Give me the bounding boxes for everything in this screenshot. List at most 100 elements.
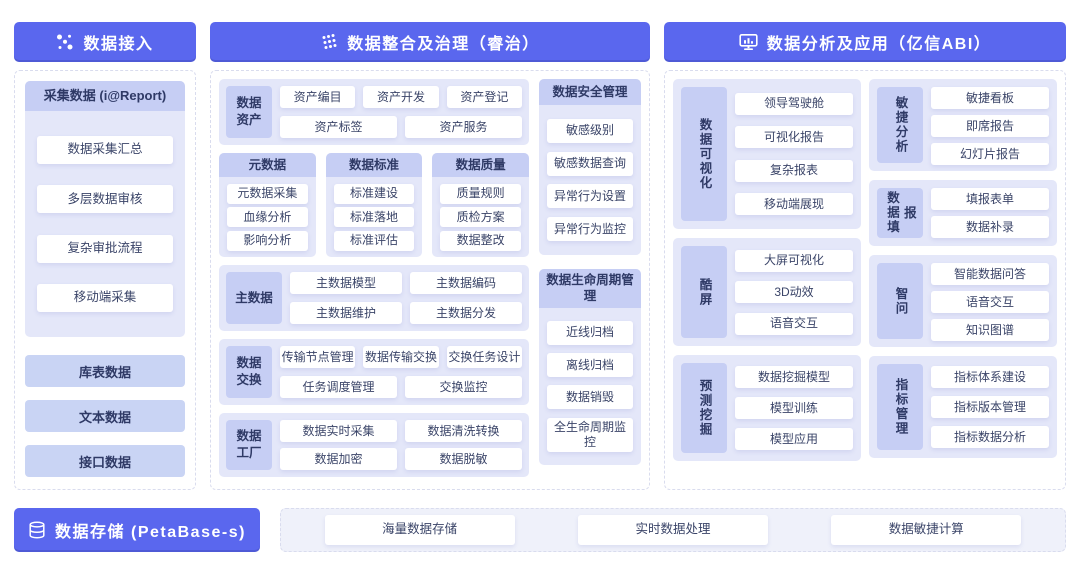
module-chip: 复杂报表 (735, 159, 853, 182)
module-chip: 语音交互 (931, 291, 1049, 313)
group-items: 数据挖掘模型 模型训练 模型应用 (735, 363, 853, 453)
row: 传输节点管理 数据传输交换 交换任务设计 (280, 346, 522, 368)
group-label: 数据可视化 (681, 87, 727, 221)
module-chip: 数据整改 (440, 230, 522, 251)
module-chip: 模型训练 (735, 397, 853, 419)
group-items: 敏捷看板 即席报告 幻灯片报告 (931, 87, 1049, 165)
group-items: 资产编目 资产开发 资产登记 资产标签 资产服务 (280, 86, 522, 138)
group-cool-screen: 酷屏 大屏可视化 3D动效 语音交互 (673, 238, 861, 346)
section-header-storage: 数据存储 (PetaBase-s) (14, 508, 260, 552)
group-label: 数据质量 (432, 153, 530, 177)
group-items: 指标体系建设 指标版本管理 指标数据分析 (931, 364, 1049, 450)
group-data-exchange: 数据交换 传输节点管理 数据传输交换 交换任务设计 任务调度管理 交换监控 (219, 339, 529, 405)
module-chip: 异常行为监控 (547, 217, 633, 242)
group-label: 敏捷分析 (877, 87, 923, 163)
module-chip: 资产开发 (363, 86, 439, 108)
group-predictive-mining: 预测挖掘 数据挖掘模型 模型训练 模型应用 (673, 355, 861, 461)
governance-left: 数据资产 资产编目 资产开发 资产登记 资产标签 资产服务 (219, 79, 530, 481)
group-label: 主数据 (226, 272, 282, 324)
group-data-lifecycle: 数据生命周期管理 近线归档 离线归档 数据销毁 全生命周期监控 (539, 269, 641, 465)
group-label: 指标管理 (877, 364, 923, 450)
module-chip: 数据采集汇总 (37, 136, 173, 165)
analysis-panel: 数据可视化 领导驾驶舱 可视化报告 复杂报表 移动端展现 酷屏 大屏可视化 3D… (664, 70, 1066, 490)
data-access-panel: 采集数据 (i@Report) 数据采集汇总 多层数据审核 复杂审批流程 移动端… (14, 70, 196, 490)
group-items: 领导驾驶舱 可视化报告 复杂报表 移动端展现 (735, 87, 853, 221)
group-items: 数据采集汇总 多层数据审核 复杂审批流程 移动端采集 (25, 111, 185, 337)
column-governance: 数据整合及治理（睿治） 数据资产 资产编目 资产开发 资产登记 (210, 22, 650, 490)
module-chip: 主数据分发 (410, 302, 522, 324)
module-chip: 主数据维护 (290, 302, 402, 324)
module-chip: 任务调度管理 (280, 376, 397, 398)
group-label: 采集数据 (i@Report) (25, 81, 185, 111)
module-chip: 数据脱敏 (405, 448, 522, 470)
module-chip: 实时数据处理 (577, 515, 768, 545)
group-data-filling: 数据填报 填报表单 数据补录 (869, 180, 1057, 246)
column-analysis: 数据分析及应用（亿信ABI） 数据可视化 领导驾驶舱 可视化报告 复杂报表 移动… (664, 22, 1066, 490)
module-chip: 近线归档 (547, 320, 633, 345)
module-chip: 资产服务 (405, 116, 522, 138)
module-chip: 资产标签 (280, 116, 397, 138)
module-chip: 数据销毁 (547, 385, 633, 410)
module-chip: 数据补录 (931, 216, 1049, 238)
dot-matrix-icon (322, 34, 337, 49)
module-chip: 影响分析 (227, 230, 308, 251)
governance-panel: 数据资产 资产编目 资产开发 资产登记 资产标签 资产服务 (210, 70, 650, 490)
module-chip: 传输节点管理 (280, 346, 356, 368)
module-chip: 交换任务设计 (446, 346, 522, 368)
group-items: 大屏可视化 3D动效 语音交互 (735, 246, 853, 338)
module-chip: 数据挖掘模型 (735, 366, 853, 388)
module-chip: 敏感数据查询 (547, 151, 633, 176)
dots-cluster-icon (57, 34, 73, 50)
module-chip: 知识图谱 (931, 319, 1049, 341)
group-label: 酷屏 (681, 246, 727, 338)
module-chip: 数据传输交换 (363, 346, 439, 368)
section-header-analysis: 数据分析及应用（亿信ABI） (664, 22, 1066, 62)
module-chip: 标准建设 (333, 183, 415, 204)
source-chip-text-data: 文本数据 (25, 400, 185, 432)
module-chip: 资产登记 (446, 86, 522, 108)
section-header-governance: 数据整合及治理（睿治） (210, 22, 650, 62)
section-title: 数据接入 (83, 36, 154, 53)
row: 资产标签 资产服务 (280, 116, 522, 138)
module-chip: 数据加密 (280, 448, 397, 470)
module-chip: 数据实时采集 (280, 420, 397, 442)
top-columns: 数据接入 采集数据 (i@Report) 数据采集汇总 多层数据审核 复杂审批流… (14, 22, 1066, 490)
group-items: 数据实时采集 数据清洗转换 数据加密 数据脱敏 (280, 420, 522, 470)
section-title: 数据分析及应用（亿信ABI） (766, 36, 992, 53)
module-chip: 智能数据问答 (931, 263, 1049, 285)
module-chip: 模型应用 (735, 428, 853, 450)
group-items: 敏感级别 敏感数据查询 异常行为设置 异常行为监控 (539, 105, 641, 255)
group-items: 近线归档 离线归档 数据销毁 全生命周期监控 (539, 308, 641, 466)
module-chip: 血缘分析 (227, 207, 308, 227)
storage-row: 数据存储 (PetaBase-s) 海量数据存储 实时数据处理 数据敏捷计算 (14, 508, 1066, 552)
module-chip: 3D动效 (735, 281, 853, 303)
row: 任务调度管理 交换监控 (280, 376, 522, 398)
module-chip: 领导驾驶舱 (735, 92, 853, 115)
group-items: 标准建设 标准落地 标准评估 (326, 177, 423, 257)
section-header-data-access: 数据接入 (14, 22, 196, 62)
module-chip: 离线归档 (547, 353, 633, 378)
source-chip-api-data: 接口数据 (25, 445, 185, 477)
module-chip: 主数据编码 (410, 272, 522, 294)
group-smart-qa: 智问 智能数据问答 语音交互 知识图谱 (869, 255, 1057, 347)
module-chip: 全生命周期监控 (547, 417, 633, 452)
module-chip: 标准评估 (333, 230, 415, 251)
group-items: 传输节点管理 数据传输交换 交换任务设计 任务调度管理 交换监控 (280, 346, 522, 398)
group-metadata: 元数据 元数据采集 血缘分析 影响分析 (219, 153, 316, 257)
module-chip: 元数据采集 (227, 183, 308, 204)
analysis-left: 数据可视化 领导驾驶舱 可视化报告 复杂报表 移动端展现 酷屏 大屏可视化 3D… (673, 79, 861, 481)
module-chip: 异常行为设置 (547, 184, 633, 209)
module-chip: 质检方案 (440, 207, 522, 227)
module-chip: 标准落地 (333, 207, 415, 227)
row: 数据加密 数据脱敏 (280, 448, 522, 470)
group-label: 数据标准 (325, 153, 423, 177)
group-items: 质量规则 质检方案 数据整改 (432, 177, 529, 257)
module-chip: 语音交互 (735, 312, 853, 335)
group-label: 数据填报 (877, 188, 923, 238)
group-master-data: 主数据 主数据模型 主数据编码 主数据维护 主数据分发 (219, 265, 529, 331)
group-label: 元数据 (219, 153, 316, 177)
governance-trio: 元数据 元数据采集 血缘分析 影响分析 数据标准 标准建设 标准落地 (219, 153, 530, 257)
module-chip: 复杂审批流程 (37, 234, 173, 263)
group-data-standard: 数据标准 标准建设 标准落地 标准评估 (325, 153, 423, 257)
